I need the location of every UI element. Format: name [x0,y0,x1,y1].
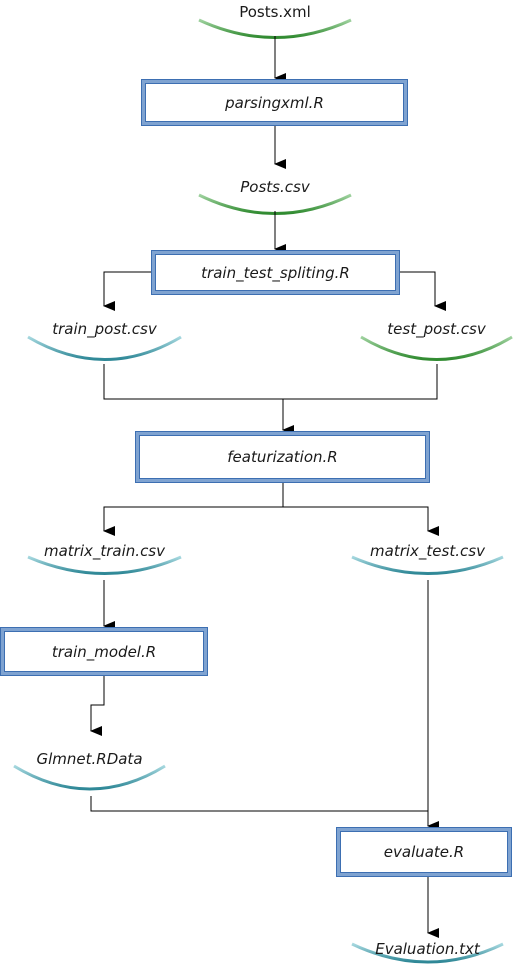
train-post-label: train_post.csv [52,320,157,338]
matrix-train-label: matrix_train.csv [43,542,166,560]
train-model-box: train_model.R [0,627,208,676]
matrix-test-curve [351,555,504,575]
test-post-label: test_post.csv [387,320,486,338]
train-test-spliting-box: train_test_spliting.R [151,250,400,295]
test-post-curve [360,335,513,361]
featurization-label: featurization.R [227,448,338,466]
matrix-test-label: matrix_test.csv [370,542,485,560]
parsingxml-label: parsingxml.R [225,93,324,112]
parsingxml-box: parsingxml.R [141,79,408,126]
edge-glmnet-to-evaluate [90,796,428,812]
posts-xml-label: Posts.xml [239,3,311,21]
train-test-spliting-label: train_test_spliting.R [201,263,350,282]
evaluate-label: evaluate.R [383,843,465,861]
posts-csv-label: Posts.csv [240,178,310,196]
train-post-curve [27,335,182,361]
posts-xml-curve [198,18,352,39]
edge-train-model-to-glmnet [90,675,105,736]
train-model-label: train_model.R [51,642,157,661]
edge-featurization-to-matrix-train [103,482,284,536]
edge-train-post-merge [103,364,283,400]
evaluation-curve [351,942,504,964]
glmnet-curve [13,764,166,791]
edge-featurization-to-matrix-test [283,506,439,536]
evaluate-box: evaluate.R [336,827,512,877]
featurization-box: featurization.R [135,431,430,483]
edge-test-post-merge [283,364,438,400]
edge-split-to-train-post [103,271,152,311]
posts-csv-curve [198,193,352,215]
matrix-train-curve [27,555,182,575]
glmnet-label: Glmnet.RData [36,750,143,768]
evaluation-label: Evaluation.txt [375,940,480,958]
edge-split-to-test-post [399,271,446,311]
